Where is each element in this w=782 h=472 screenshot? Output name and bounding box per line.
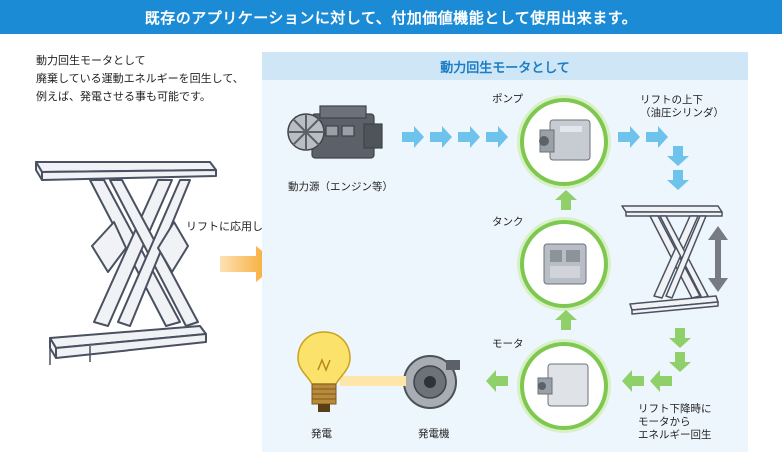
- pump-icon: [532, 112, 596, 172]
- lift-down-line-3: エネルギー回生: [638, 429, 712, 442]
- green-arrows-lift-to-motor: [622, 370, 672, 392]
- panel-header: 動力回生モータとして: [262, 52, 748, 80]
- power-generation-label: 発電: [311, 428, 332, 441]
- tank-icon: [532, 234, 596, 294]
- tank-circle: [520, 220, 608, 308]
- intro-text: 動力回生モータとして 廃棄している運動エネルギーを回生して、 例えば、発電させる…: [36, 52, 244, 106]
- pump-circle: [520, 98, 608, 186]
- panel-title: 動力回生モータとして: [440, 57, 570, 76]
- scissor-lift-illustration: [30, 150, 230, 370]
- light-bulb-icon: [296, 330, 352, 420]
- engine-icon: [282, 96, 392, 174]
- lift-down-label: リフト下降時に モータから エネルギー回生: [638, 403, 712, 442]
- blue-arrows-engine-to-pump: [402, 126, 508, 148]
- lift-updown-line-2: （油圧シリンダ）: [640, 107, 724, 120]
- blue-arrows-pump-to-lift: [618, 126, 668, 148]
- lift-updown-line-1: リフトの上下: [640, 94, 724, 107]
- tank-label: タンク: [492, 216, 524, 229]
- updown-arrow-icon: [708, 226, 728, 292]
- motor-icon: [532, 356, 596, 416]
- intro-line-1: 動力回生モータとして: [36, 52, 244, 70]
- header-title: 既存のアプリケーションに対して、付加価値機能として使用出来ます。: [145, 7, 638, 28]
- green-arrow-motor-to-generator: [486, 370, 508, 392]
- motor-circle: [520, 342, 608, 430]
- generator-label: 発電機: [418, 428, 450, 441]
- lift-updown-label: リフトの上下 （油圧シリンダ）: [640, 94, 724, 120]
- lift-down-line-2: モータから: [638, 416, 712, 429]
- generator-icon: [396, 346, 466, 416]
- lift-down-line-1: リフト下降時に: [638, 403, 712, 416]
- pump-label: ポンプ: [492, 93, 523, 106]
- green-arrows-down-from-lift: [669, 328, 691, 374]
- motor-label: モータ: [492, 338, 524, 351]
- green-arrow-motor-to-tank: [555, 310, 577, 330]
- intro-line-3: 例えば、発電させる事も可能です。: [36, 88, 244, 106]
- header-banner: 既存のアプリケーションに対して、付加価値機能として使用出来ます。: [0, 0, 782, 34]
- blue-arrows-down-to-lift: [667, 146, 689, 192]
- engine-label: 動力源（エンジン等）: [288, 181, 393, 194]
- green-arrow-tank-to-pump: [555, 190, 577, 210]
- intro-line-2: 廃棄している運動エネルギーを回生して、: [36, 70, 244, 88]
